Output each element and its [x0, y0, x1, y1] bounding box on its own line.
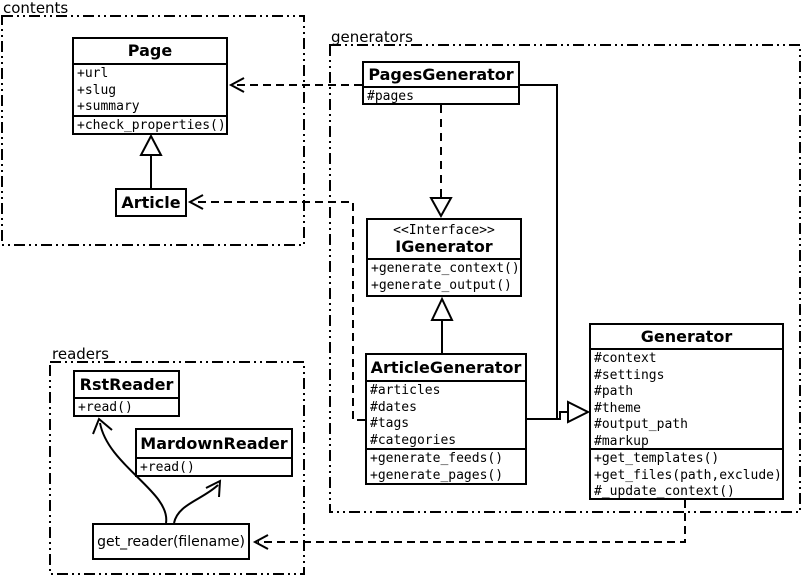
class-articlegenerator-attributes: #articles #dates #tags #categories: [367, 380, 525, 448]
class-rstreader-title: RstReader: [79, 374, 174, 394]
class-mardownreader-title: MardownReader: [140, 433, 288, 453]
attribute-row: #context: [594, 351, 657, 366]
method-row: +check_properties(): [77, 118, 226, 133]
class-page-attributes: +url +slug +summary: [74, 63, 226, 115]
class-pagesgenerator: PagesGenerator #pages: [362, 61, 520, 105]
method-row: +generate_pages(): [370, 467, 504, 483]
class-igenerator-name: IGenerator: [395, 236, 493, 256]
attribute-row: #path: [594, 384, 634, 399]
class-pagesgenerator-attributes: #pages: [364, 86, 518, 103]
method-row: +read(): [140, 460, 195, 475]
class-pagesgenerator-title: PagesGenerator: [368, 64, 514, 84]
package-label-generators: generators: [331, 28, 413, 46]
package-label-readers: readers: [52, 345, 109, 363]
attribute-row: +slug: [77, 82, 117, 98]
class-igenerator: <<Interface>> IGenerator +generate_conte…: [366, 218, 522, 297]
attribute-row: #settings: [594, 367, 665, 383]
attribute-row: #articles: [370, 383, 441, 398]
class-igenerator-title: <<Interface>> IGenerator: [368, 220, 520, 258]
method-row: +generate_feeds(): [370, 451, 504, 466]
attribute-row: #markup: [594, 433, 649, 449]
attribute-row: #dates: [370, 399, 417, 415]
realization-pagesgenerator-igenerator: [429, 105, 453, 219]
attribute-row: +summary: [77, 99, 140, 114]
class-generator: Generator #context #settings #path #them…: [589, 323, 784, 500]
attribute-row: #tags: [370, 416, 410, 431]
dependency-articlegenerator-article: [187, 194, 365, 421]
class-article: Article: [115, 188, 187, 217]
readers-package-border: [49, 361, 305, 575]
attribute-row: #pages: [367, 89, 414, 103]
attribute-row: #theme: [594, 400, 641, 416]
method-row: #_update_context(): [594, 484, 735, 498]
generalization-articlegenerator-igenerator: [430, 296, 454, 353]
class-generator-methods: +get_templates() +get_files(path,exclude…: [591, 448, 782, 498]
contents-package-border: [1, 15, 305, 246]
method-row: +generate_output(): [371, 277, 512, 293]
class-igenerator-methods: +generate_context() +generate_output(): [368, 258, 520, 295]
generalization-generators-generator: [520, 84, 591, 424]
class-generator-attributes: #context #settings #path #theme #output_…: [591, 348, 782, 448]
arrow-getreader-rstreader: [92, 417, 168, 524]
class-articlegenerator-methods: +generate_feeds() +generate_pages(): [367, 448, 525, 483]
class-rstreader: RstReader +read(): [73, 370, 180, 417]
generalization-article-page: [139, 133, 163, 188]
method-row: +get_templates(): [594, 451, 720, 466]
dependency-pagesgenerator-page: [228, 77, 362, 93]
function-get-reader-label: get_reader(filename): [97, 533, 245, 550]
class-page-title: Page: [127, 41, 173, 60]
class-page-methods: +check_properties(): [74, 115, 226, 133]
class-article-title: Article: [121, 192, 181, 212]
attribute-row: #output_path: [594, 417, 688, 432]
attribute-row: #categories: [370, 432, 457, 448]
dependency-generator-getreader: [252, 500, 686, 550]
class-page: Page +url +slug +summary +check_properti…: [72, 37, 228, 135]
function-get-reader: get_reader(filename): [92, 523, 250, 560]
method-row: +read(): [78, 400, 133, 415]
method-row: +generate_context(): [371, 261, 520, 276]
generators-package-border: [329, 44, 801, 513]
attribute-row: +url: [77, 66, 109, 81]
method-row: +get_files(path,exclude): [594, 467, 782, 483]
class-generator-title: Generator: [640, 326, 733, 346]
class-mardownreader-methods: +read(): [137, 457, 291, 475]
class-articlegenerator-title: ArticleGenerator: [370, 357, 522, 377]
class-igenerator-stereotype: <<Interface>>: [393, 222, 495, 238]
arrow-getreader-mardownreader: [173, 479, 222, 524]
class-articlegenerator: ArticleGenerator #articles #dates #tags …: [365, 353, 527, 485]
package-label-contents: contents: [3, 0, 69, 17]
class-mardownreader: MardownReader +read(): [135, 428, 293, 477]
class-rstreader-methods: +read(): [75, 397, 178, 415]
